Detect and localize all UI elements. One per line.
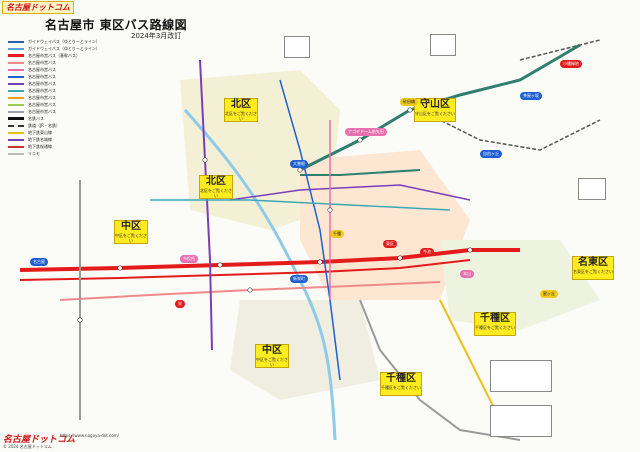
station-label: 市役所 — [180, 255, 198, 263]
station-label: 名古屋 — [30, 258, 48, 266]
station-label: 本山 — [460, 270, 474, 278]
trunk-route-red-2 — [19, 259, 471, 281]
legend-item: 名古屋市営バス — [8, 80, 186, 87]
legend-item: 名古屋市営バス — [8, 101, 186, 108]
station-label: 自由ヶ丘 — [480, 150, 502, 158]
station-label: 小幡緑地 — [560, 60, 582, 68]
brand-logo: 名古屋ドットコム — [2, 1, 74, 14]
district-label-kita-2: 北区北区をご覧ください — [199, 175, 233, 199]
legend-item: 名鉄バス — [8, 115, 186, 122]
legend-item: 名古屋市営バス — [8, 94, 186, 101]
district-label-chikusa-2: 千種区千種区をご覧ください — [380, 372, 422, 396]
map-date: 2024年3月改訂 — [131, 32, 182, 40]
district-label-meito: 名東区名東区をご覧ください — [572, 256, 614, 280]
legend-item: 名古屋市営バス（基幹バス） — [8, 52, 186, 59]
legend-item: 名古屋市営バス — [8, 59, 186, 66]
station-label: 星ヶ丘 — [540, 290, 558, 298]
guideway-spur-line — [300, 169, 421, 176]
bus-stops — [77, 107, 473, 323]
legend-item: 名古屋市営バス — [8, 66, 186, 73]
footer-copyright: © 2024 名古屋ドットコム — [3, 444, 52, 449]
bus-illustration — [490, 405, 552, 437]
station-label: ナゴヤドーム前矢田 — [345, 128, 387, 136]
railway-line-2 — [519, 39, 601, 61]
legend-item: 名古屋市営バス — [8, 73, 186, 80]
station-label: 今池 — [420, 248, 434, 256]
bus-illustration — [578, 178, 606, 200]
bus-illustration — [284, 36, 310, 58]
legend-item: リニモ — [8, 150, 186, 157]
subway-yellow-line — [439, 299, 501, 421]
bus-illustration — [430, 34, 456, 56]
route-teal-line — [150, 199, 451, 211]
station-label: 新栄町 — [290, 275, 308, 283]
district-label-moriyama: 守山区守山区をご覧ください — [414, 98, 456, 122]
route-grey-line-2 — [359, 299, 521, 441]
district-label-kita: 北区北区をご覧ください — [224, 98, 258, 122]
legend-item: 名古屋市営バス — [8, 87, 186, 94]
district-label-naka-2: 中区中区をご覧ください — [255, 344, 289, 368]
route-purple-line — [199, 59, 213, 351]
station-label: 東区 — [383, 240, 397, 248]
footer-url: https://www.nagoya-dot.com/ — [60, 433, 120, 438]
station-label: 栄 — [175, 300, 185, 308]
meito-ward-area — [440, 240, 600, 330]
legend-item: 地下鉄名城線 — [8, 136, 186, 143]
railway-line — [419, 109, 601, 151]
river-line — [183, 108, 337, 441]
route-purple-line-2 — [229, 184, 471, 201]
station-label: 大曽根 — [290, 160, 308, 168]
legend-item: ガイドウェイバス（ゆとりーとライン） — [8, 45, 186, 52]
bus-illustration — [490, 360, 552, 392]
station-label: 砂田橋 — [400, 98, 418, 106]
district-label-chikusa: 千種区千種区をご覧ください — [474, 312, 516, 336]
naka-ward-area — [230, 300, 380, 400]
route-blue-line — [279, 79, 341, 381]
legend: ガイドウェイバス（ゆとりーとライン） ガイドウェイバス（ゆとりーとライン） 名古… — [8, 38, 186, 198]
station-label: 茶屋ヶ坂 — [520, 92, 542, 100]
legend-item: ガイドウェイバス（ゆとりーとライン） — [8, 38, 186, 45]
legend-item: 地下鉄東山線 — [8, 129, 186, 136]
station-label: 千種 — [330, 230, 344, 238]
brand-logo-bottom: 名古屋ドットコム — [3, 435, 76, 445]
district-label-naka: 中区中区をご覧ください — [114, 220, 148, 244]
map-title: 名古屋市 東区バス路線図 — [45, 18, 188, 32]
legend-item: 鉄道（JR・名鉄） — [8, 122, 186, 129]
legend-item: 地下鉄桜通線 — [8, 143, 186, 150]
legend-item: 名古屋市営バス — [8, 108, 186, 115]
